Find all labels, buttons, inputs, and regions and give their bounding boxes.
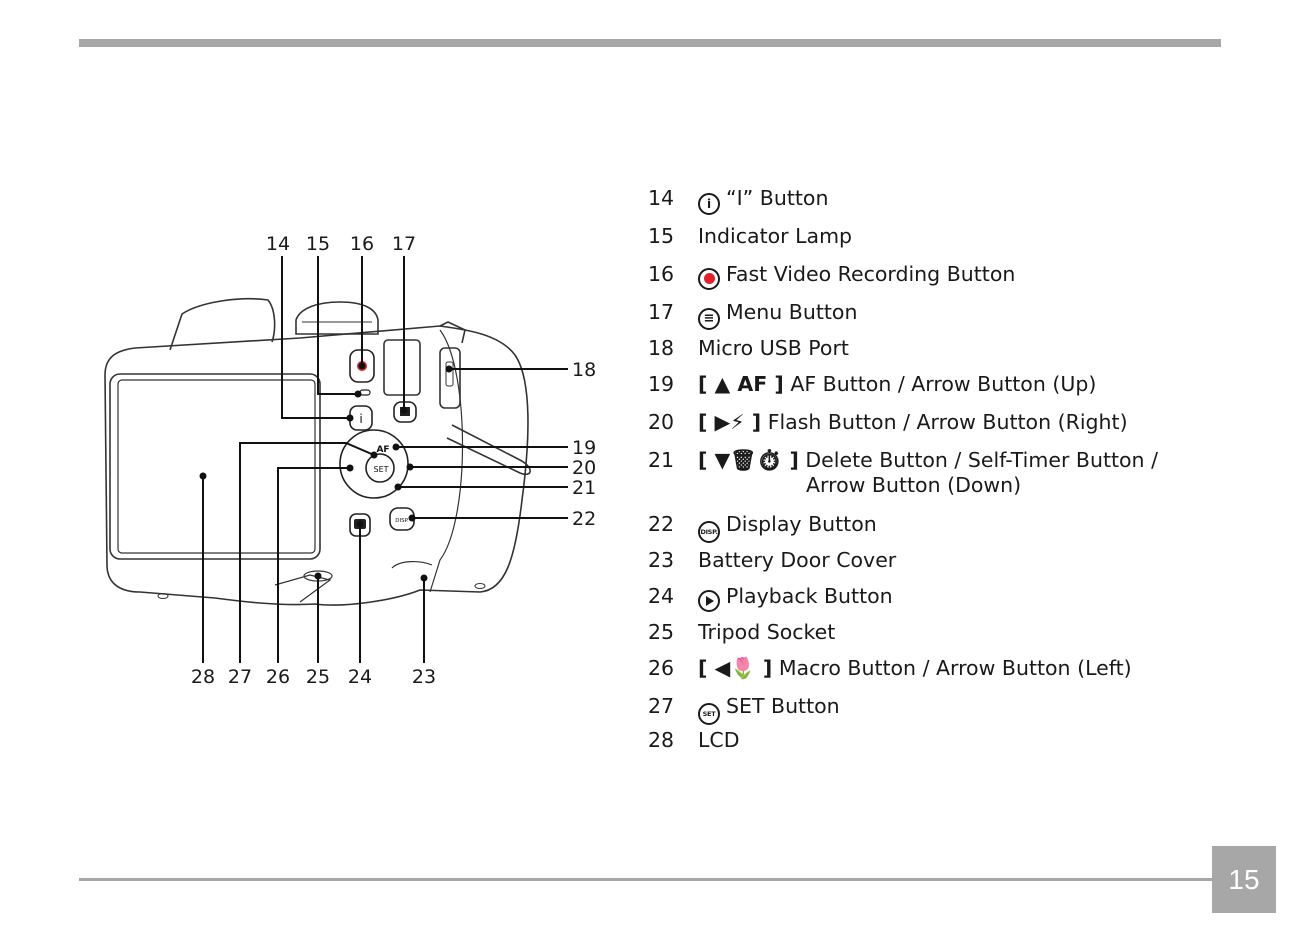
item-text: Delete Button / Self-Timer Button / xyxy=(798,448,1158,472)
battery-door xyxy=(391,561,433,569)
item-text: SET Button xyxy=(726,694,840,718)
disp-mark: DISP. xyxy=(395,518,409,524)
item-text: Battery Door Cover xyxy=(698,548,897,572)
label-23: 23 xyxy=(412,666,436,688)
label-21: 21 xyxy=(572,477,596,499)
item-number: 25 xyxy=(648,620,675,644)
list-item: 23 Battery Door Cover xyxy=(648,548,896,572)
set-mark: SET xyxy=(373,465,388,474)
set-button-shape xyxy=(365,453,395,483)
strap xyxy=(446,424,531,476)
list-item: 26 [ ◀🌷 ] Macro Button / Arrow Button (Le… xyxy=(648,656,1132,681)
item-number: 15 xyxy=(648,224,675,248)
strap-lug xyxy=(439,321,466,344)
list-item: 19 [ ▲ AF ] AF Button / Arrow Button (Up) xyxy=(648,372,1096,396)
item-text: AF Button / Arrow Button (Up) xyxy=(783,372,1097,396)
label-18: 18 xyxy=(572,359,596,381)
info-icon: i xyxy=(698,193,720,215)
camera-body-outline xyxy=(104,325,529,606)
item-number: 18 xyxy=(648,336,675,360)
item-text: Display Button xyxy=(726,512,877,536)
item-text: Fast Video Recording Button xyxy=(726,262,1016,286)
item-number: 26 xyxy=(648,656,675,680)
lcd-screen xyxy=(117,379,316,554)
list-item: 27 SET SET Button xyxy=(648,694,840,725)
item-number: 16 xyxy=(648,262,675,286)
mode-dial xyxy=(295,301,379,335)
list-item: 14 i “I” Button xyxy=(648,186,828,215)
item-text: Tripod Socket xyxy=(698,620,836,644)
af-mark: AF xyxy=(376,445,389,455)
callout-line-14 xyxy=(281,256,350,419)
item-text: “I” Button xyxy=(726,186,829,210)
viewfinder xyxy=(383,339,421,396)
item-text: Flash Button / Arrow Button (Right) xyxy=(761,410,1128,434)
usb-port-door xyxy=(439,347,461,409)
label-26: 26 xyxy=(266,666,290,688)
item-text-line2: Arrow Button (Down) xyxy=(806,473,1022,497)
label-17: 17 xyxy=(392,233,416,255)
item-number: 28 xyxy=(648,728,675,752)
top-rule xyxy=(79,39,1221,47)
list-item: 17 ≡ Menu Button xyxy=(648,300,857,330)
list-item: 25 Tripod Socket xyxy=(648,620,835,644)
label-27: 27 xyxy=(228,666,252,688)
label-15: 15 xyxy=(306,233,330,255)
item-number: 24 xyxy=(648,584,675,608)
list-item: 28 LCD xyxy=(648,728,740,752)
item-text: Playback Button xyxy=(726,584,893,608)
item-number: 22 xyxy=(648,512,675,536)
item-number: 20 xyxy=(648,410,675,434)
list-item: 24 Playback Button xyxy=(648,584,893,612)
playback-icon xyxy=(698,590,720,612)
item-number: 14 xyxy=(648,186,675,210)
label-16: 16 xyxy=(350,233,374,255)
label-14: 14 xyxy=(266,233,290,255)
list-item: 21 [ ▼🗑⏱ ] Delete Button / Self-Timer But… xyxy=(648,448,1158,497)
callout-line-15 xyxy=(317,256,358,395)
list-item: 16 Fast Video Recording Button xyxy=(648,262,1015,290)
item-text: Menu Button xyxy=(726,300,858,324)
item-text: LCD xyxy=(698,728,740,752)
page-number: 15 xyxy=(1212,846,1276,913)
list-item: 15 Indicator Lamp xyxy=(648,224,852,248)
bottom-rule xyxy=(79,878,1213,881)
disp-icon: DISP. xyxy=(698,521,720,543)
item-text: Micro USB Port xyxy=(698,336,849,360)
list-item: 18 Micro USB Port xyxy=(648,336,849,360)
item-number: 19 xyxy=(648,372,675,396)
label-22: 22 xyxy=(572,508,596,530)
label-19: 19 xyxy=(572,437,596,459)
item-number: 17 xyxy=(648,300,675,324)
i-button-mark: i xyxy=(359,412,362,426)
callout-line-26 xyxy=(277,467,350,663)
lcd-bezel xyxy=(109,373,321,560)
camera-top-hump xyxy=(169,297,276,351)
label-25: 25 xyxy=(306,666,330,688)
item-text: Macro Button / Arrow Button (Left) xyxy=(772,656,1132,680)
label-28: 28 xyxy=(191,666,215,688)
label-24: 24 xyxy=(348,666,372,688)
indicator-lamp-shape xyxy=(359,389,371,396)
right-flash-symbol: [ ▶⚡ ] xyxy=(698,410,762,434)
record-icon xyxy=(698,267,720,290)
left-macro-symbol: [ ◀🌷 ] xyxy=(698,656,773,680)
item-number: 23 xyxy=(648,548,675,572)
list-item: 22 DISP. Display Button xyxy=(648,512,877,543)
down-delete-timer-symbol: [ ▼🗑⏱ ] xyxy=(698,448,799,472)
label-20: 20 xyxy=(572,457,596,479)
set-icon: SET xyxy=(698,703,720,725)
callout-line-27 xyxy=(239,442,375,663)
menu-icon: ≡ xyxy=(698,307,720,330)
item-text: Indicator Lamp xyxy=(698,224,853,248)
item-number: 27 xyxy=(648,694,675,718)
item-number: 21 xyxy=(648,448,675,472)
up-af-symbol: [ ▲ AF ] xyxy=(698,372,784,396)
list-item: 20 [ ▶⚡ ] Flash Button / Arrow Button (Ri… xyxy=(648,410,1128,434)
